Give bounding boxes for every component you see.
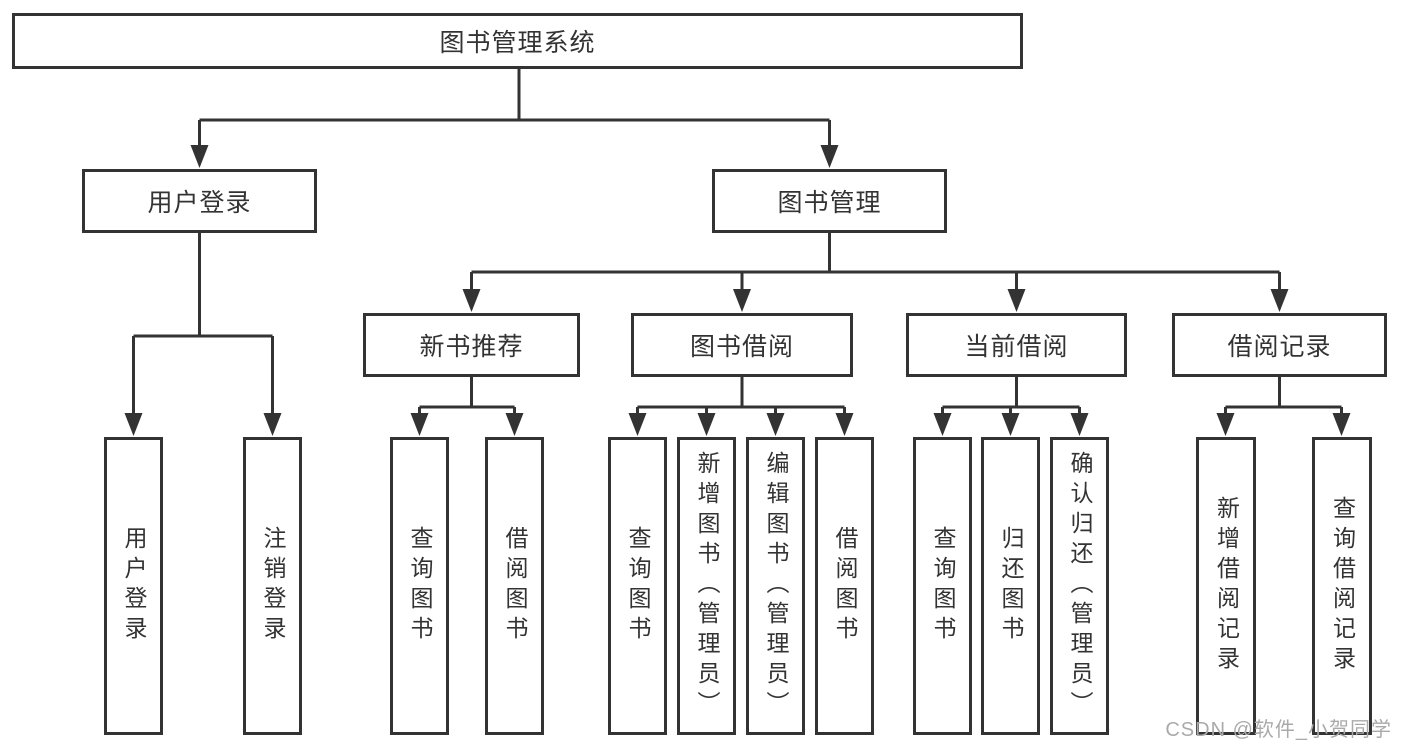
node-label: 图书管理 xyxy=(777,189,882,217)
node-leaf-logout: 注销登录 xyxy=(243,437,302,735)
arrowhead xyxy=(733,289,751,312)
node-label: 编辑图书（管理员） xyxy=(763,451,789,721)
arrowhead xyxy=(835,413,854,436)
node-leaf-confirm-return-admin: 确认归还（管理员） xyxy=(1050,437,1109,735)
arrowhead xyxy=(628,413,647,436)
node-book-borrowing: 图书借阅 xyxy=(631,313,853,377)
node-leaf-query-books-1: 查询图书 xyxy=(390,437,449,735)
node-label: 借阅图书 xyxy=(832,526,858,646)
arrowhead xyxy=(505,413,524,436)
arrowhead xyxy=(933,413,952,436)
connector-newbookrec-children xyxy=(418,377,516,416)
node-leaf-borrow-books-1: 借阅图书 xyxy=(485,437,544,735)
node-label: 确认归还（管理员） xyxy=(1067,451,1093,721)
node-label: 借阅记录 xyxy=(1227,333,1332,361)
arrowhead xyxy=(1216,413,1235,436)
node-book-management: 图书管理 xyxy=(712,169,947,233)
node-borrowing-records: 借阅记录 xyxy=(1172,313,1387,377)
node-leaf-edit-books-admin: 编辑图书（管理员） xyxy=(746,437,805,735)
arrowhead xyxy=(124,413,143,436)
connector-borrowrecords-children xyxy=(1224,377,1343,416)
node-label: 用户登录 xyxy=(121,526,147,646)
node-label: 图书管理系统 xyxy=(439,29,596,57)
node-label: 查询图书 xyxy=(930,526,956,646)
arrowhead xyxy=(263,413,282,436)
arrowhead xyxy=(697,413,716,436)
connector-root-to-level2 xyxy=(198,69,831,147)
arrowhead xyxy=(1001,413,1020,436)
arrowhead xyxy=(820,145,839,168)
node-leaf-query-borrow-record: 查询借阅记录 xyxy=(1312,437,1372,735)
node-current-borrowing: 当前借阅 xyxy=(906,313,1127,377)
node-label: 图书借阅 xyxy=(689,333,794,361)
node-leaf-add-books-admin: 新增图书（管理员） xyxy=(677,437,736,735)
node-leaf-add-borrow-record: 新增借阅记录 xyxy=(1196,437,1256,735)
arrowhead xyxy=(462,289,481,312)
arrowhead xyxy=(1270,289,1289,312)
connector-bookborrow-children xyxy=(636,377,846,416)
connector-currentborrow-children xyxy=(941,377,1081,416)
node-label: 新增借阅记录 xyxy=(1213,496,1240,676)
arrowhead xyxy=(1007,289,1026,312)
node-leaf-return-books: 归还图书 xyxy=(981,437,1040,735)
node-leaf-user-login: 用户登录 xyxy=(104,437,163,735)
node-new-book-recommendation: 新书推荐 xyxy=(363,313,580,377)
node-label: 当前借阅 xyxy=(964,333,1069,361)
node-label: 借阅图书 xyxy=(502,526,528,646)
arrowhead xyxy=(1070,413,1089,436)
node-label: 新书推荐 xyxy=(419,333,524,361)
arrowhead xyxy=(190,145,209,168)
watermark: CSDN @软件_小贺同学 xyxy=(1165,719,1392,741)
node-leaf-query-books-3: 查询图书 xyxy=(913,437,972,735)
connector-bookmgmt-children xyxy=(470,233,1281,292)
node-label: 新增图书（管理员） xyxy=(694,451,720,721)
node-leaf-query-books-2: 查询图书 xyxy=(608,437,667,735)
connector-userlogin-children xyxy=(132,233,274,415)
node-label: 归还图书 xyxy=(998,526,1024,646)
node-label: 查询图书 xyxy=(625,526,651,646)
arrowhead xyxy=(410,413,429,436)
node-label: 查询借阅记录 xyxy=(1329,496,1356,676)
node-leaf-borrow-books-2: 借阅图书 xyxy=(815,437,874,735)
node-label: 查询图书 xyxy=(407,526,433,646)
node-label: 注销登录 xyxy=(260,526,286,646)
arrowhead xyxy=(766,413,785,436)
node-label: 用户登录 xyxy=(147,189,252,217)
arrowhead xyxy=(1332,413,1351,436)
node-user-login: 用户登录 xyxy=(82,169,317,233)
node-library-management-system: 图书管理系统 xyxy=(12,13,1023,69)
